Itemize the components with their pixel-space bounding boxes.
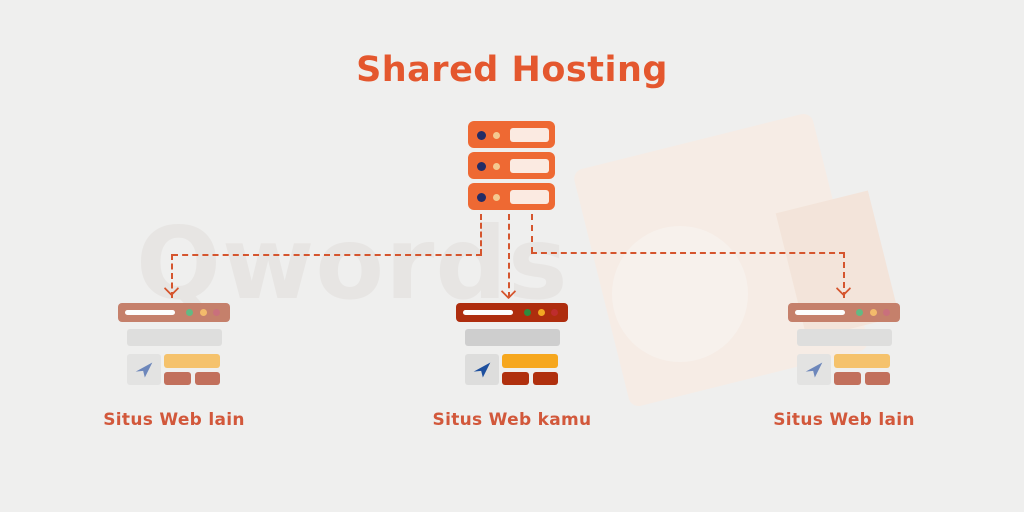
window-dot-red-icon [213,309,220,316]
server-icon [468,121,555,213]
website-card-other-left [118,303,230,387]
content-block [127,329,222,346]
page-title: Shared Hosting [356,50,668,90]
window-dot-red-icon [883,309,890,316]
server-drive-slot [510,159,549,173]
content-block [465,329,560,346]
server-led-navy-icon [477,130,486,140]
content-block-yellow [164,354,220,368]
server-led-navy-icon [477,161,486,171]
browser-titlebar [456,303,568,322]
address-bar [463,310,513,315]
content-block-red [164,372,191,385]
server-unit [468,121,555,148]
site-label-yours: Situs Web kamu [432,410,592,430]
send-plane-icon [135,362,153,377]
server-unit [468,183,555,210]
content-block-yellow [834,354,890,368]
window-dot-red-icon [551,309,558,316]
content-block-red [865,372,890,385]
send-plane-tile [127,354,161,385]
content-block-red [502,372,529,385]
content-block-red [195,372,220,385]
server-led-peach-icon [493,131,500,139]
window-dot-yellow-icon [200,309,207,316]
send-plane-tile [797,354,831,385]
send-plane-tile [465,354,499,385]
server-led-peach-icon [493,162,500,170]
address-bar [795,310,845,315]
content-block [797,329,892,346]
connector-server-to-left [480,214,482,255]
connector-down-left [171,254,173,298]
site-label-other-right: Situs Web lain [773,410,915,430]
content-block-yellow [502,354,558,368]
server-unit [468,152,555,179]
server-led-navy-icon [477,192,486,202]
website-card-other-right [788,303,900,387]
connector-horizontal-right [531,252,845,254]
watermark-logo-circle [612,226,748,362]
server-drive-slot [510,128,549,142]
server-drive-slot [510,190,549,204]
content-block-red [834,372,861,385]
website-card-yours [456,303,568,387]
browser-titlebar [788,303,900,322]
window-dot-green-icon [856,309,863,316]
connector-server-to-center [508,214,510,298]
window-dot-green-icon [524,309,531,316]
browser-titlebar [118,303,230,322]
connector-horizontal-left [172,254,482,256]
server-led-peach-icon [493,193,500,201]
watermark-text: Qwords [136,205,569,322]
send-plane-icon [473,362,491,377]
site-label-other-left: Situs Web lain [103,410,245,430]
window-dot-yellow-icon [870,309,877,316]
window-dot-yellow-icon [538,309,545,316]
content-block-red [533,372,558,385]
connector-server-to-right [531,214,533,253]
window-dot-green-icon [186,309,193,316]
connector-down-right [843,252,845,298]
address-bar [125,310,175,315]
send-plane-icon [805,362,823,377]
